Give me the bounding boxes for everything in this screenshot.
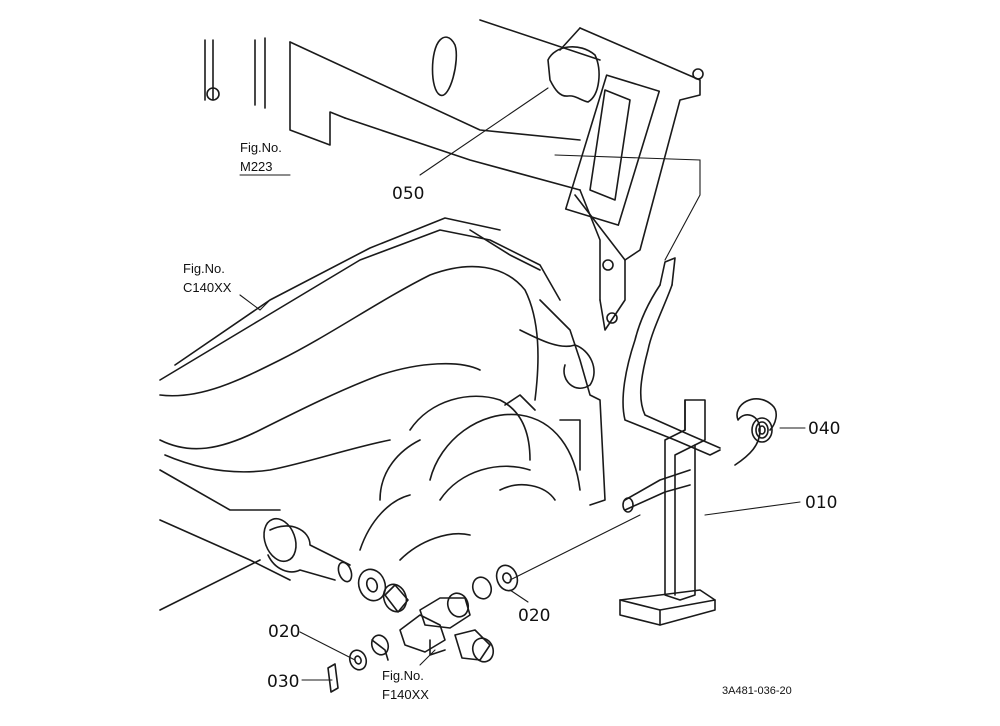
callout-labels: 050 040 010 020 020 030 [267, 184, 840, 692]
cushion [547, 46, 600, 103]
label-040: 040 [808, 419, 840, 439]
main-frame [159, 217, 606, 611]
label-010: 010 [805, 493, 837, 513]
ref-f140-line1: Fig.No. [382, 668, 424, 683]
figure-references: Fig.No. M223 Fig.No. C140XX Fig.No. F140… [183, 140, 792, 702]
washer-left [357, 568, 387, 602]
lower-bushings [348, 629, 495, 671]
ref-f140-line2: F140XX [382, 687, 429, 702]
label-030: 030 [267, 672, 299, 692]
leader-lines [239, 87, 806, 681]
label-020-left: 020 [268, 622, 300, 642]
spring [734, 398, 777, 466]
ref-c140-line1: Fig.No. [183, 261, 225, 276]
shaft-assembly [263, 517, 353, 583]
bushing-left [382, 583, 409, 613]
label-020-right: 020 [518, 606, 550, 626]
ref-m223-line1: Fig.No. [240, 140, 282, 155]
drawing-code: 3A481-036-20 [722, 685, 792, 697]
ref-c140-line2: C140XX [183, 280, 232, 295]
pedal-lever [619, 257, 721, 626]
pivot-block [399, 592, 471, 656]
washer-right [495, 564, 519, 592]
upper-frame [204, 19, 601, 191]
pin [327, 663, 339, 693]
bracket-plate [559, 27, 704, 331]
bushing-right [471, 576, 493, 600]
ref-m223-line2: M223 [240, 159, 273, 174]
label-050: 050 [392, 184, 424, 204]
